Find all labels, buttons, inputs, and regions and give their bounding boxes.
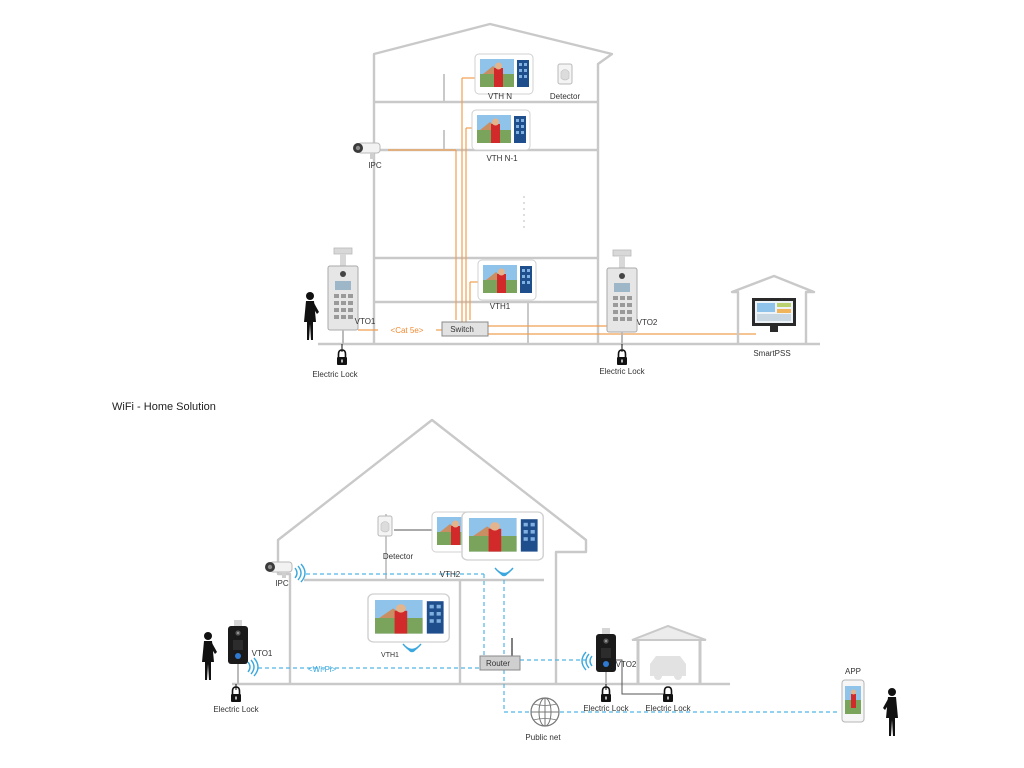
wifi-signal-icon — [247, 657, 259, 677]
vth2-label: VTH2 — [440, 570, 461, 579]
cat5e-cabling — [358, 77, 756, 335]
cat5e-label: <Cat 5e> — [391, 326, 424, 335]
vth-n-monitor-icon — [474, 53, 534, 95]
wifi-label: <Wi-Fi> — [308, 665, 336, 674]
visitor-person-icon — [202, 632, 217, 680]
electric-lock-3-label: Electric Lock — [645, 704, 691, 713]
ipc-camera-icon — [264, 561, 293, 579]
vth-n-1-monitor-icon — [471, 109, 531, 151]
user-person-icon — [883, 688, 898, 736]
visitor-person-icon — [304, 292, 319, 340]
switch-device — [441, 321, 489, 337]
vto2-label: VTO2 — [637, 318, 658, 327]
public-net-label: Public net — [525, 733, 561, 742]
vto1-door-station-icon — [327, 247, 359, 331]
vth1-label: VTH1 — [490, 302, 511, 311]
vto1-label: VTO1 — [252, 649, 273, 658]
detector-icon — [377, 515, 393, 537]
wifi-signal-icon — [402, 643, 422, 653]
detector-icon — [557, 63, 573, 85]
wifi-signal-icon — [294, 563, 306, 583]
wifi-signal-icon — [494, 567, 514, 577]
switch-label: Switch — [450, 325, 474, 334]
vto1-door-station-icon — [228, 620, 248, 664]
ipc-camera-icon — [352, 142, 381, 160]
vth-n-label: VTH N — [488, 92, 512, 101]
padlock-icon — [616, 349, 628, 366]
carport — [631, 624, 707, 684]
vth1-monitor-icon — [477, 259, 537, 301]
router-label: Router — [486, 659, 510, 668]
top-diagram: VTH N Detector VTH N-1 IPC VTH1 VTO1 <Ca… — [304, 22, 820, 379]
building-outline — [372, 22, 614, 344]
electric-lock-1-label: Electric Lock — [312, 370, 358, 379]
vth-n-1-label: VTH N-1 — [486, 154, 518, 163]
vto2-door-station-icon — [596, 628, 616, 672]
vth2-monitor-icon — [461, 511, 544, 561]
section-title: WiFi - Home Solution — [112, 401, 216, 413]
vth1-label: VTH1 — [381, 652, 399, 659]
smartpss-label: SmartPSS — [753, 349, 790, 358]
smartphone-icon — [841, 679, 865, 723]
vto2-label: VTO2 — [616, 660, 637, 669]
electric-lock-1-label: Electric Lock — [213, 705, 259, 714]
bottom-diagram: Detector VTH2 IPC VTH1 VTO1 <Wi-Fi> Elec… — [202, 418, 898, 742]
padlock-icon — [662, 686, 674, 703]
electric-lock-2-label: Electric Lock — [599, 367, 645, 376]
padlock-icon — [336, 349, 348, 366]
pc-monitor-icon — [752, 298, 796, 332]
vto2-door-station-icon — [606, 249, 638, 333]
management-house-outline — [730, 274, 816, 344]
vto1-label: VTO1 — [355, 317, 376, 326]
wifi-links — [258, 573, 840, 713]
wifi-signal-icon — [581, 651, 593, 671]
detector-label: Detector — [383, 552, 414, 561]
electric-lock-2-label: Electric Lock — [583, 704, 629, 713]
vth1-monitor-icon — [367, 593, 450, 643]
globe-icon — [530, 697, 560, 727]
router-device — [479, 638, 521, 671]
ipc-label: IPC — [368, 161, 382, 170]
detector-label: Detector — [550, 92, 581, 101]
ipc-label: IPC — [275, 579, 289, 588]
app-label: APP — [845, 667, 861, 676]
